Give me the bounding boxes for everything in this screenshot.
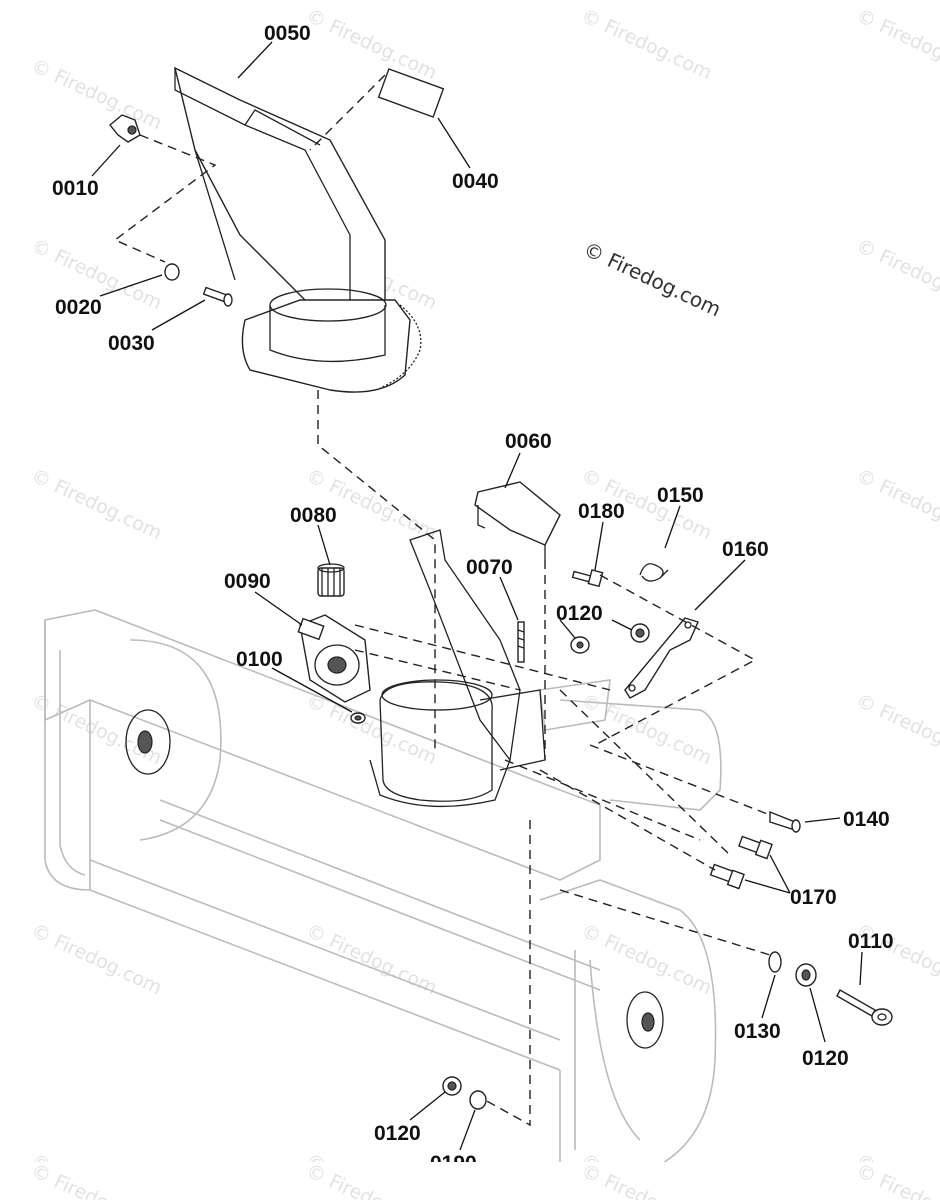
watermark-text: © Firedog.com xyxy=(853,235,940,315)
eyebolt-0110 xyxy=(836,989,893,1026)
label-0090: 0090 xyxy=(224,570,271,593)
decal-0040 xyxy=(377,68,445,118)
bolt-0180 xyxy=(571,569,604,588)
left-bearing xyxy=(125,709,171,775)
label-0030: 0030 xyxy=(108,332,155,355)
watermark-text: © Firedog.com xyxy=(28,465,165,545)
label-0110: 0110 xyxy=(848,930,894,953)
label-0120-right: 0120 xyxy=(802,1047,849,1070)
label-0180: 0180 xyxy=(578,500,625,523)
label-0120-bottom: 0120 xyxy=(374,1122,421,1145)
watermark-text: © Firedog.com xyxy=(578,690,715,770)
watermark-text: © Firedog.com xyxy=(28,55,165,135)
motor-0090 xyxy=(297,614,371,703)
label-0040: 0040 xyxy=(452,170,499,193)
bracket-0160 xyxy=(624,617,699,699)
gear-0080 xyxy=(317,563,345,597)
label-0170: 0170 xyxy=(790,886,837,909)
label-0140: 0140 xyxy=(843,808,890,831)
bolt-0170-lower xyxy=(709,863,745,890)
label-0160: 0160 xyxy=(722,538,769,561)
label-0070: 0070 xyxy=(466,556,513,579)
label-0020: 0020 xyxy=(55,296,102,319)
chute-base xyxy=(369,529,546,808)
left-bearing-hub xyxy=(137,730,153,754)
label-0120-upper: 0120 xyxy=(556,602,603,625)
watermark-text: © Firedog.com xyxy=(28,690,165,770)
cover-0060 xyxy=(474,481,561,560)
auger-housing xyxy=(44,609,722,1183)
bottom-crop xyxy=(0,1162,940,1200)
label-0130: 0130 xyxy=(734,1020,781,1043)
label-0150: 0150 xyxy=(657,484,704,507)
nut-0120-bottom xyxy=(442,1076,462,1096)
spring-0150 xyxy=(639,563,669,582)
right-bearing xyxy=(626,991,664,1049)
screw-0030 xyxy=(202,286,233,307)
washer-0190 xyxy=(469,1090,487,1110)
right-bearing-hub xyxy=(641,1012,655,1032)
watermark-text: © Firedog.com xyxy=(303,690,440,770)
part-labels: 0050 0040 0010 0020 0030 0060 0080 0090 … xyxy=(52,22,894,1175)
assembly-lines xyxy=(113,74,771,1127)
bolt-0170-upper xyxy=(738,835,773,860)
watermark-text: © Firedog.com xyxy=(303,920,440,1000)
watermark-text: © Firedog.com xyxy=(578,5,715,85)
chute-0050 xyxy=(173,66,422,393)
label-0080: 0080 xyxy=(290,504,337,527)
watermark-text: © Firedog.com xyxy=(853,690,940,770)
watermark-main: © Firedog.com xyxy=(580,237,725,322)
watermark-text: © Firedog.com xyxy=(28,920,165,1000)
label-0100: 0100 xyxy=(236,648,283,671)
washer-0020 xyxy=(164,263,180,281)
watermark-text: © Firedog.com xyxy=(853,465,940,545)
nut-0120-upper-left xyxy=(570,636,590,654)
pin-0140 xyxy=(769,810,801,833)
washer-0130 xyxy=(768,951,782,973)
label-0060: 0060 xyxy=(505,430,552,453)
nut-0100 xyxy=(350,712,366,724)
label-0050: 0050 xyxy=(264,22,311,45)
watermark-text: © Firedog.com xyxy=(853,5,940,85)
nut-0120-right xyxy=(795,963,817,987)
watermark-text: © Firedog.com xyxy=(303,5,440,85)
bolt-0070 xyxy=(517,621,525,663)
leader-lines xyxy=(91,41,863,1151)
nut-0120-upper-right xyxy=(630,623,650,643)
label-0010: 0010 xyxy=(52,177,99,200)
